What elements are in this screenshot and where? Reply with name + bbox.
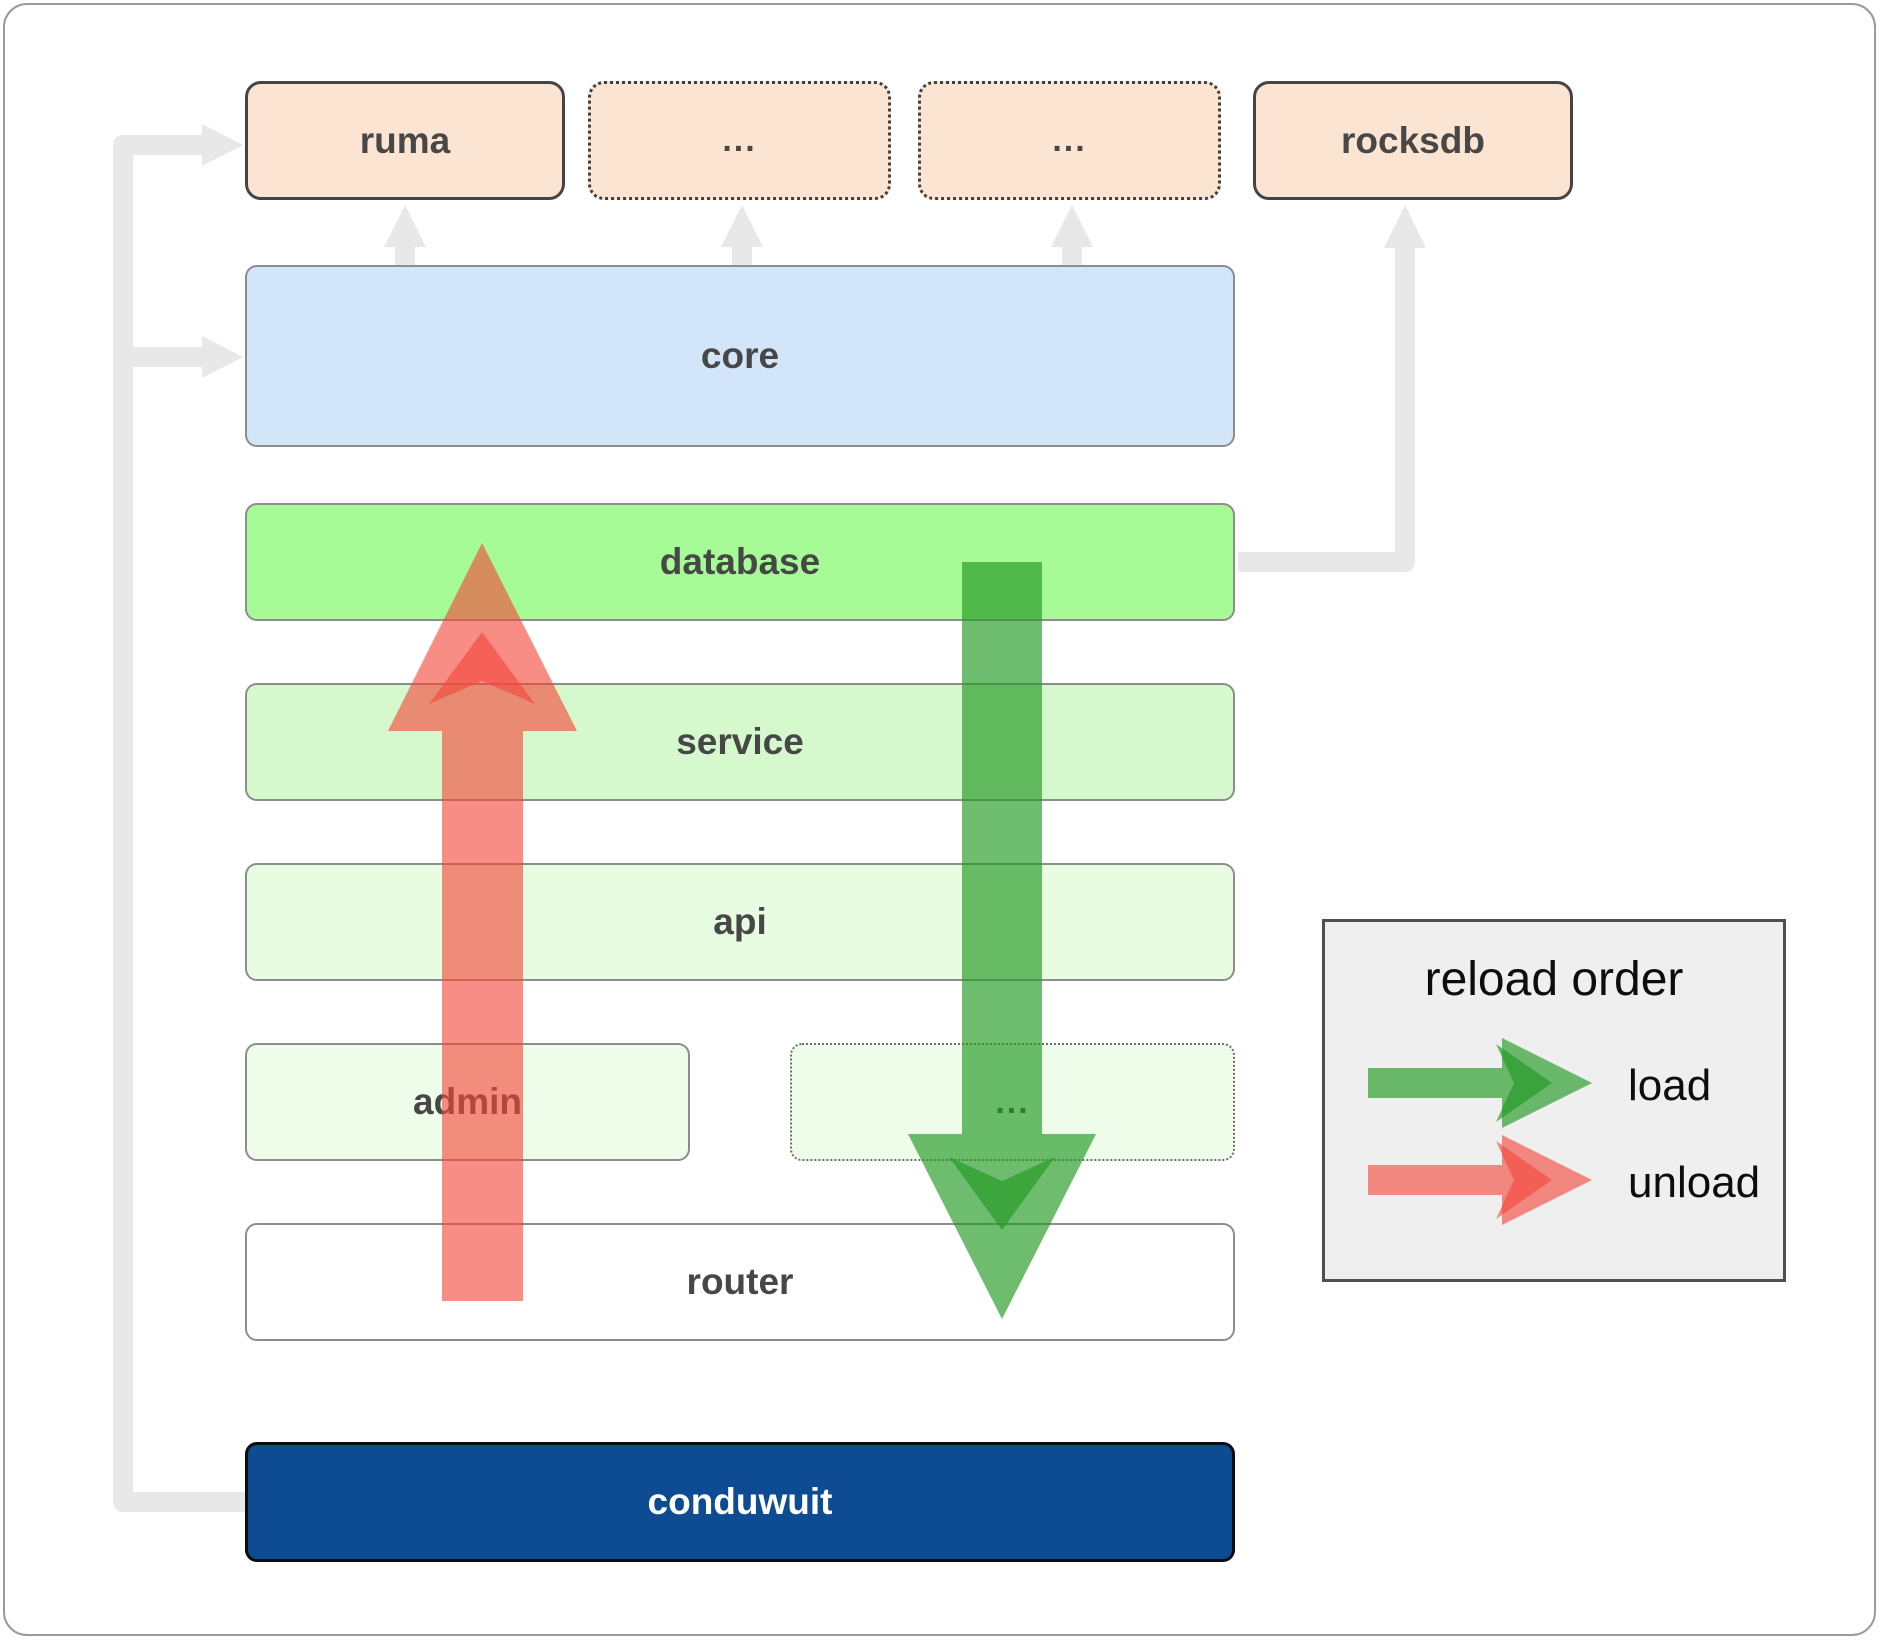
box-router-label: router <box>686 1261 794 1302</box>
box-service: service <box>245 683 1235 801</box>
box-core-label: core <box>700 335 780 376</box>
box-ruma-label: ruma <box>359 119 451 161</box>
legend-panel: reload order load unload <box>1322 919 1786 1282</box>
box-core: core <box>245 265 1235 447</box>
box-ellipsis-mid: ... <box>790 1043 1235 1161</box>
box-ellipsis-top-1-label: ... <box>722 121 757 159</box>
box-api-label: api <box>713 901 767 942</box>
box-api: api <box>245 863 1235 981</box>
box-rocksdb: rocksdb <box>1253 81 1573 200</box>
box-ellipsis-mid-label: ... <box>995 1082 1030 1121</box>
box-rocksdb-label: rocksdb <box>1341 119 1485 161</box>
box-ellipsis-top-2-label: ... <box>1052 121 1087 159</box>
box-service-label: service <box>676 721 804 762</box>
box-admin-label: admin <box>413 1081 522 1122</box>
box-ellipsis-top-2: ... <box>918 81 1221 200</box>
box-conduwuit: conduwuit <box>245 1442 1235 1562</box>
box-database-label: database <box>659 541 821 582</box>
box-ruma: ruma <box>245 81 565 200</box>
diagram-outer-border <box>3 3 1876 1636</box>
legend-unload-label: unload <box>1628 1158 1761 1207</box>
legend-load-label: load <box>1628 1061 1712 1110</box>
box-ellipsis-top-1: ... <box>588 81 891 200</box>
box-admin: admin <box>245 1043 690 1161</box>
legend-title: reload order <box>1424 953 1684 1006</box>
box-database: database <box>245 503 1235 621</box>
box-router: router <box>245 1223 1235 1341</box>
box-conduwuit-label: conduwuit <box>647 1481 833 1522</box>
